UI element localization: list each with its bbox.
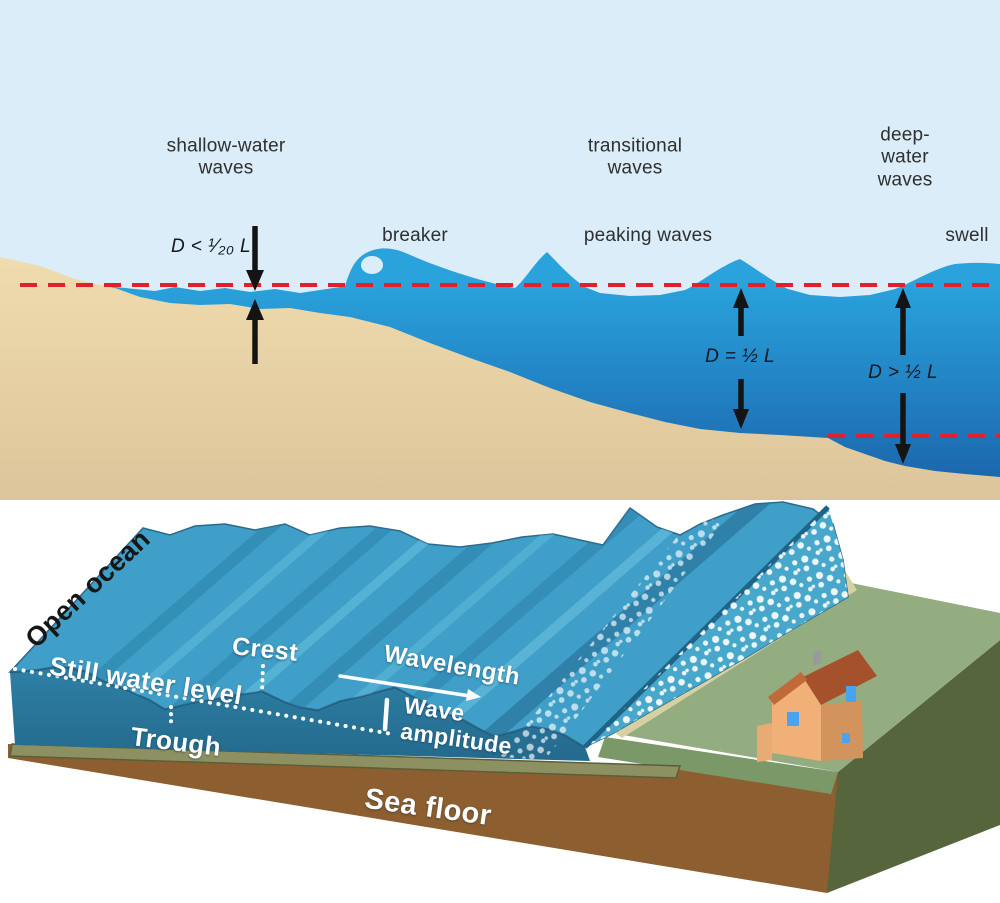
house <box>757 650 877 762</box>
wave-amplitude-bar <box>382 697 390 732</box>
land-right-side-face <box>827 640 1000 893</box>
shallow-up-arrowhead <box>246 299 264 320</box>
crest-pointer-dots <box>260 664 265 693</box>
sediment-layer <box>9 743 682 779</box>
annotation-lines <box>13 664 481 736</box>
house-window-front <box>787 712 799 726</box>
house-window-side <box>846 686 856 702</box>
transitional-arrowhead-down <box>733 409 749 429</box>
wavelength-arrow-line <box>338 674 472 698</box>
house-roof <box>803 650 877 705</box>
shallow-depth-arrows <box>246 226 264 364</box>
land-front-face <box>598 737 838 794</box>
deep-arrowhead-down <box>895 444 911 464</box>
surf-foam-band <box>500 512 722 760</box>
transitional-depth-arrow <box>733 288 749 429</box>
deep-depth-arrow <box>895 288 911 464</box>
house-side-wall <box>821 700 863 761</box>
house-roof-edge <box>768 672 807 705</box>
deep-arrowhead-up <box>895 288 911 308</box>
house-chimney <box>813 650 821 666</box>
house-window-side-small <box>842 733 850 743</box>
wavelength-arrowhead <box>466 689 481 701</box>
still-water-dotted-line <box>13 667 394 736</box>
water-front-face <box>10 666 590 761</box>
shallow-down-arrowhead <box>246 270 264 291</box>
sea-floor-front-face <box>8 744 845 893</box>
breaker-curl-notch <box>361 256 383 274</box>
transitional-arrowhead-up <box>733 288 749 308</box>
breaking-wave-foam <box>585 507 848 747</box>
house-extension-wall <box>757 723 772 762</box>
